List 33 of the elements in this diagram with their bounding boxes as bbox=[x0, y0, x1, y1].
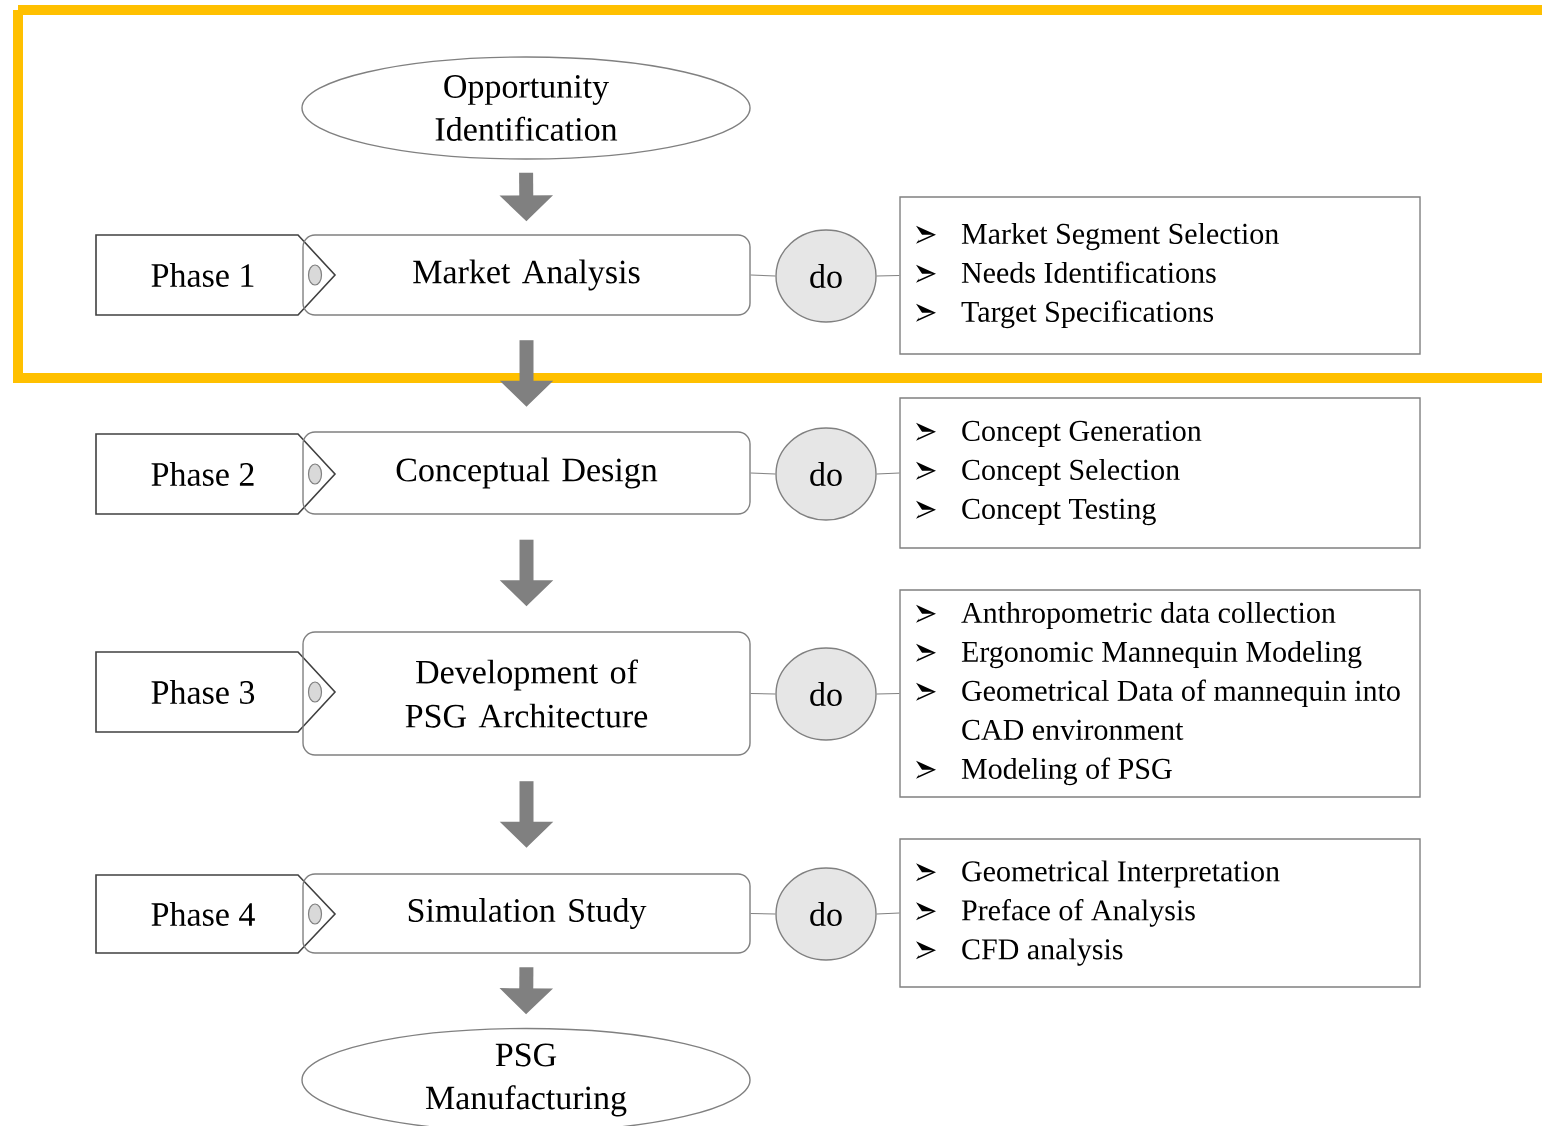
list-item: Concept Selection bbox=[916, 458, 1180, 487]
list-box bbox=[899, 397, 1421, 549]
connector-line bbox=[876, 912, 900, 915]
list-item: Concept Testing bbox=[916, 498, 1156, 526]
connector-line bbox=[876, 693, 900, 695]
connector-line bbox=[750, 693, 776, 695]
list-item: Anthropometric data collection bbox=[916, 601, 1336, 630]
process-box: Market Analysis bbox=[302, 234, 751, 316]
list-item: Concept Generation bbox=[916, 420, 1202, 448]
list-box bbox=[899, 196, 1421, 355]
list-item: Geometrical Interpretation bbox=[916, 860, 1280, 888]
list-item: Market Segment Selection bbox=[916, 222, 1279, 251]
phase-tag: Phase 2 bbox=[95, 433, 337, 515]
connector-line bbox=[750, 913, 776, 915]
list-item: Geometrical Data of mannequin into CAD environment bbox=[916, 679, 1400, 740]
list-item: Needs Identifications bbox=[916, 261, 1216, 283]
phase-tag: Phase 4 bbox=[95, 874, 337, 954]
list-item: Target Specifications bbox=[916, 300, 1214, 329]
process-box: Development of PSG Architecture bbox=[302, 631, 751, 756]
list-item: Ergonomic Mannequin Modeling bbox=[916, 640, 1362, 669]
connector-line bbox=[750, 472, 776, 475]
process-box: Simulation Study bbox=[302, 873, 751, 954]
list-item: Preface of Analysis bbox=[916, 899, 1195, 927]
list-box bbox=[899, 838, 1421, 988]
list-box bbox=[899, 589, 1421, 798]
connector-line bbox=[750, 274, 776, 277]
phase-tag: Phase 1 bbox=[95, 234, 337, 316]
connector-line bbox=[876, 275, 900, 277]
connector-line bbox=[876, 472, 900, 475]
phase-tag: Phase 3 bbox=[95, 651, 337, 733]
list-item: Modeling of PSG bbox=[916, 757, 1172, 786]
process-box: Conceptual Design bbox=[302, 431, 751, 515]
list-item: CFD analysis bbox=[916, 938, 1123, 966]
